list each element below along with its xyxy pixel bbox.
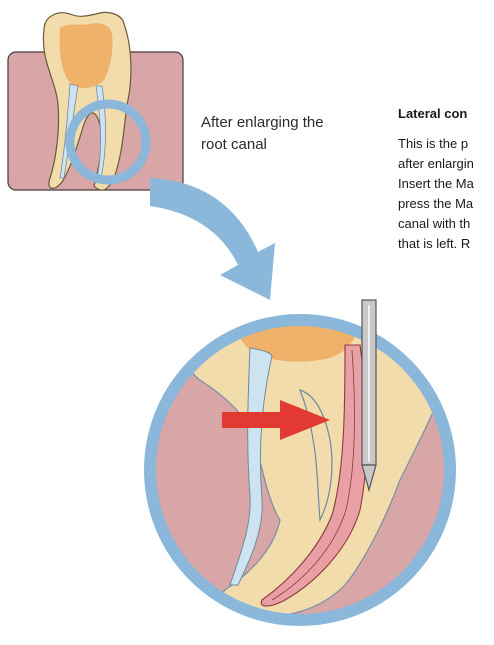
- lateral-title: Lateral con: [398, 104, 494, 124]
- small-pulp-chamber: [60, 23, 113, 88]
- lateral-body: This is the p after enlargin Insert the …: [398, 134, 494, 254]
- curved-arrow-icon: [150, 178, 275, 300]
- lateral-line: that is left. R: [398, 234, 494, 254]
- caption-line-1: After enlarging the: [201, 112, 351, 134]
- lateral-condensation-text: Lateral con This is the p after enlargin…: [398, 104, 494, 254]
- after-enlarging-caption: After enlarging the root canal: [201, 112, 351, 156]
- small-tooth-illustration: [8, 12, 183, 190]
- caption-line-2: root canal: [201, 134, 351, 156]
- lateral-line: This is the p: [398, 134, 494, 154]
- magnified-view: [140, 300, 470, 630]
- lateral-line: after enlargin: [398, 154, 494, 174]
- lateral-line: press the Ma: [398, 194, 494, 214]
- lateral-line: Insert the Ma: [398, 174, 494, 194]
- lateral-line: canal with th: [398, 214, 494, 234]
- spreader-icon: [362, 300, 376, 490]
